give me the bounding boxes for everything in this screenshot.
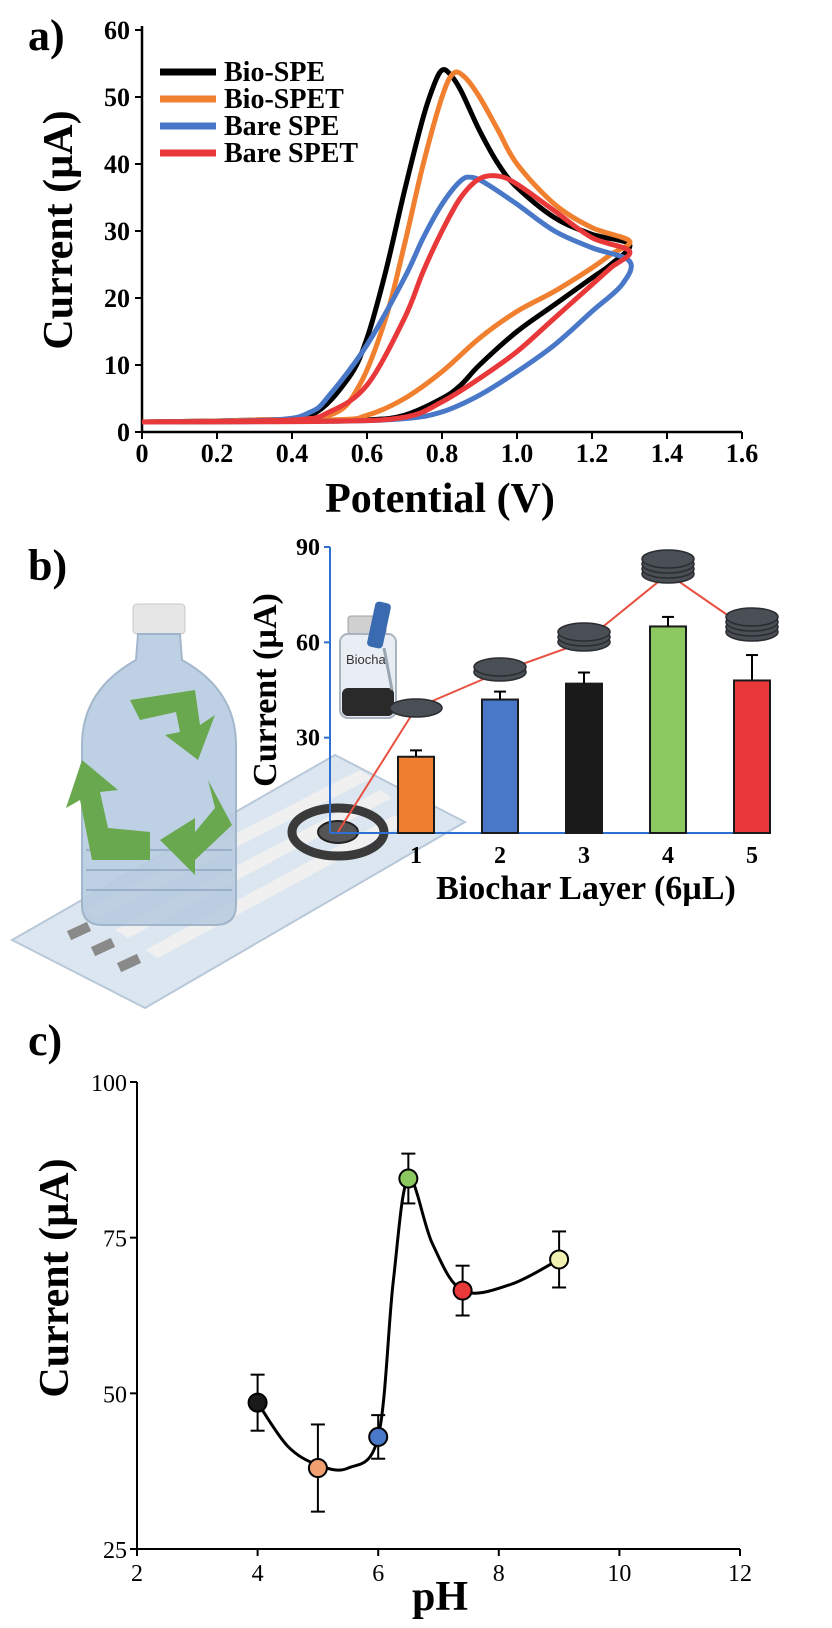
y-tick-label: 75 xyxy=(103,1227,127,1253)
panel-b-biochar-chart: b) xyxy=(9,535,779,1010)
bar-layer-2 xyxy=(481,698,519,834)
x-tick-label: 1.6 xyxy=(726,439,759,468)
panel-c-y-axis-title: Current (µA) xyxy=(32,1158,78,1397)
x-tick-label: 2 xyxy=(131,1561,143,1587)
bar-layer-3 xyxy=(565,682,603,835)
x-tick-label: 0.4 xyxy=(276,439,309,468)
x-tick-label: 4 xyxy=(662,843,674,869)
y-tick-label: 50 xyxy=(104,83,130,112)
biochar-disc-icon xyxy=(725,607,779,627)
electrode-contact-3 xyxy=(116,953,142,973)
x-tick-label: 1.4 xyxy=(651,439,684,468)
panel-c-ph-chart: c) Current (µA) pH 2 4 6 8 10 12 25 50 75 100 xyxy=(28,1016,752,1620)
vial-biochar xyxy=(342,688,394,716)
x-tick-label: 10 xyxy=(607,1561,631,1587)
x-tick-label: 5 xyxy=(746,843,758,869)
biochar-disc-icon xyxy=(473,657,527,677)
data-point xyxy=(398,1168,419,1189)
data-point xyxy=(247,1392,268,1413)
series-line-bio-spet xyxy=(141,69,633,425)
legend-label: Bio-SPE xyxy=(224,57,325,88)
y-tick-label: 30 xyxy=(104,217,130,246)
y-tick-label: 25 xyxy=(103,1538,127,1564)
x-tick-label: 0.8 xyxy=(426,439,459,468)
panel-a-series xyxy=(141,67,634,425)
panel-a-axes: 0 0.2 0.4 0.6 0.8 1.0 1.2 1.4 1.6 0 10 20 30 40 50 60 xyxy=(104,16,758,468)
panel-c-x-axis-title: pH xyxy=(412,1574,468,1620)
recycle-icon xyxy=(66,690,232,875)
panel-b-label: b) xyxy=(28,541,67,590)
biochar-disc-icon xyxy=(641,549,695,569)
bar-layer-5 xyxy=(733,679,771,835)
y-tick-label: 40 xyxy=(104,150,130,179)
series-line-bare-spe xyxy=(141,174,634,425)
plastic-bottle-illustration xyxy=(66,603,237,926)
panel-c-axes: 2 4 6 8 10 12 25 50 75 100 xyxy=(91,1071,752,1587)
series-line-bio-spe xyxy=(141,67,633,425)
pipette-tip xyxy=(382,647,394,691)
y-tick-label: 60 xyxy=(296,630,320,656)
legend-label: Bare SPE xyxy=(224,111,339,142)
panel-a-cv-chart: a) Current (µA) Potential (V) 0 0.2 0.4 0.6… xyxy=(28,11,758,522)
data-point xyxy=(452,1280,473,1301)
panel-c-data xyxy=(247,1152,570,1513)
biochar-disc-icon xyxy=(389,698,443,718)
pipette-icon xyxy=(367,601,391,649)
biochar-vial-illustration: Biocha xyxy=(339,601,397,719)
panel-b-x-axis-title: Biochar Layer (6µL) xyxy=(436,870,736,907)
panel-b-bars: 1 2 3 4 5 xyxy=(337,549,779,869)
panel-a-x-axis-title: Potential (V) xyxy=(325,476,555,522)
vial-label: Biocha xyxy=(346,652,387,667)
electrode-contact-1 xyxy=(66,921,92,941)
x-tick-label: 0.6 xyxy=(351,439,384,468)
bottle-cap xyxy=(132,603,186,635)
x-tick-label: 1.0 xyxy=(501,439,534,468)
panel-a-y-axis-title: Current (µA) xyxy=(36,110,82,349)
series-line-bare-spet xyxy=(141,173,633,425)
x-tick-label: 12 xyxy=(728,1561,752,1587)
x-tick-label: 1.2 xyxy=(576,439,609,468)
y-tick-label: 0 xyxy=(117,418,130,447)
legend-label: Bare SPET xyxy=(224,138,358,169)
data-point xyxy=(307,1458,328,1479)
legend-label: Bio-SPET xyxy=(224,84,344,115)
trend-line xyxy=(337,572,753,833)
x-tick-label: 0 xyxy=(136,439,149,468)
data-point xyxy=(549,1249,570,1270)
x-tick-label: 1 xyxy=(410,843,422,869)
x-tick-label: 6 xyxy=(372,1561,384,1587)
x-tick-label: 2 xyxy=(494,843,506,869)
x-tick-label: 8 xyxy=(493,1561,505,1587)
fit-curve xyxy=(256,1176,560,1472)
x-tick-label: 4 xyxy=(252,1561,264,1587)
data-point xyxy=(368,1426,389,1447)
biochar-disc-icon xyxy=(557,622,611,642)
y-tick-label: 90 xyxy=(296,535,320,561)
panel-c-label: c) xyxy=(28,1016,62,1065)
x-tick-label: 0.2 xyxy=(201,439,234,468)
y-tick-label: 30 xyxy=(296,726,320,752)
x-tick-label: 3 xyxy=(578,843,590,869)
panel-b-y-axis-title: Current (µA) xyxy=(247,593,284,787)
y-tick-label: 50 xyxy=(103,1382,127,1408)
y-tick-label: 100 xyxy=(91,1071,127,1097)
bar-layer-4 xyxy=(649,625,687,835)
y-tick-label: 20 xyxy=(104,284,130,313)
panel-a-label: a) xyxy=(28,11,65,60)
y-tick-label: 10 xyxy=(104,351,130,380)
electrode-contact-2 xyxy=(90,937,116,957)
y-tick-label: 60 xyxy=(104,16,130,45)
bar-layer-1 xyxy=(397,755,435,835)
